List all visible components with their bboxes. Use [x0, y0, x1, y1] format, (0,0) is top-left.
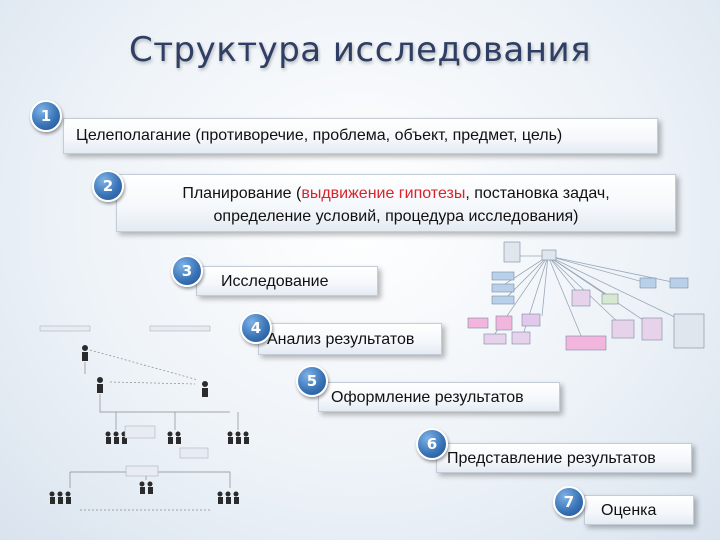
step-2-line-1: Планирование (выдвижение гипотезы, поста… — [117, 183, 675, 204]
step-3-box: Исследование — [196, 266, 378, 296]
step-6-box: Представление результатов — [436, 443, 692, 473]
step-2-badge: 2 — [92, 170, 124, 202]
step-1-badge: 1 — [30, 100, 62, 132]
step-6-text: Представление результатов — [447, 450, 656, 467]
step-2-line-1-start: Планирование ( — [182, 185, 302, 202]
step-2-hypothesis-highlight: выдвижение гипотезы — [301, 185, 466, 202]
step-1-text: Целеполагание (противоречие, проблема, о… — [76, 127, 563, 144]
step-4-text: Анализ результатов — [267, 331, 415, 348]
step-5-badge: 5 — [296, 365, 328, 397]
step-4-box: Анализ результатов — [258, 323, 442, 355]
step-3-text: Исследование — [221, 273, 329, 290]
step-7-badge: 7 — [553, 486, 585, 518]
step-7-box: Оценка — [584, 495, 694, 525]
step-7-text: Оценка — [601, 502, 657, 519]
step-3-badge: 3 — [171, 255, 203, 287]
step-2-line-2: определение условий, процедура исследова… — [213, 208, 579, 225]
step-2-line-1-end: , постановка задач, — [465, 185, 610, 202]
step-1-box: Целеполагание (противоречие, проблема, о… — [63, 118, 658, 154]
step-5-text: Оформление результатов — [331, 389, 524, 406]
mind-map-illustration — [467, 241, 705, 351]
step-4-badge: 4 — [240, 312, 272, 344]
step-5-box: Оформление результатов — [318, 382, 560, 412]
step-6-badge: 6 — [416, 428, 448, 460]
page-title: Структура исследования — [128, 30, 592, 70]
team-structure-illustration — [39, 325, 249, 511]
step-2-box: Планирование (выдвижение гипотезы, поста… — [116, 174, 676, 232]
